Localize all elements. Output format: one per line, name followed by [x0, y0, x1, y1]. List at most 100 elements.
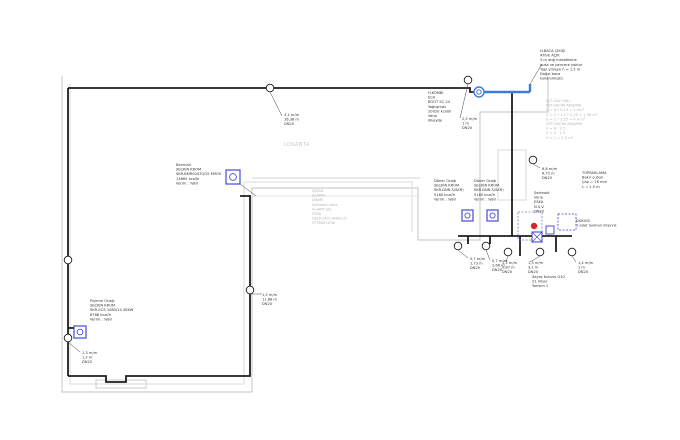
annotation-line: pusa ve pencere yoktur: [540, 63, 583, 67]
oven-burner-icon: [76, 328, 84, 336]
annotation-line: 20020 kcal/h: [428, 109, 451, 113]
inner-wall: [69, 84, 413, 385]
leader-bl: [67, 341, 81, 353]
annotation-line: Doğal baca: [540, 72, 560, 76]
annotation-line: 1 m: [578, 266, 585, 270]
door-opening: [95, 379, 147, 389]
annotation-line: 3,1 m/m: [284, 113, 300, 117]
annotation-line: 0,7 m/m: [492, 259, 508, 263]
selenoid-valve-icon: [530, 222, 538, 230]
annotation-line: Vana: [428, 114, 437, 118]
annotation-line: 1,73 m: [470, 262, 483, 266]
outer-wall: [61, 76, 549, 393]
fryer-burner-icon: [229, 173, 237, 181]
annotation-line: 0,7 m/m: [470, 257, 486, 261]
annotation-line: 1 m: [462, 122, 469, 126]
annotation-line: DN20: [502, 270, 513, 274]
appliance-oven-bottom-left[interactable]: [73, 325, 87, 339]
appliance-kombi[interactable]: [473, 86, 485, 98]
annotation-line: 1,4 m/m: [578, 261, 594, 265]
annotation-line: SKR-DNR-3(SKR): [434, 188, 464, 192]
node-d3: [503, 247, 513, 257]
appliance-doner-2[interactable]: [486, 209, 499, 222]
annotation-line: dikeyde: [428, 119, 443, 123]
annotation-line: SKR-BMR00470/15 EMOS: [176, 172, 222, 176]
annotation-line: V = 1 * 1.2 * 2.25 = 1.56 m³: [546, 113, 598, 117]
annotation-line: Verim : %80: [90, 317, 113, 321]
annotation-line: 8788 kcal/h: [90, 313, 111, 317]
node-d4: [535, 247, 545, 257]
annotation-line: Sayaç Kutusu G10: [532, 275, 565, 279]
annotation-line: 5160 kcal/h: [434, 193, 455, 197]
annotation-line: DN20: [528, 270, 539, 274]
annotation-line: 1 adet lavman intervis: [576, 224, 617, 228]
annotation-line: SEÇKİN KROM: [474, 183, 499, 188]
appliance-doner-1[interactable]: [461, 209, 474, 222]
annotation-line: 1,2 m/m: [502, 261, 518, 265]
annotation-line: DİKME: [312, 197, 324, 202]
annotation-line: 13665 kcal/h: [176, 177, 199, 181]
regulator-box: [545, 225, 555, 235]
annotation-line: N.S.V.: [534, 205, 544, 209]
valve-cluster[interactable]: [517, 211, 577, 243]
annotation-line: 0,87 m: [502, 266, 515, 270]
annotation-line: BOOT SC 24: [428, 100, 451, 104]
annotation-line: 21 mbar: [532, 280, 548, 284]
annotation-line: L = 1.5 m: [582, 185, 600, 189]
annotation-line: 1,5 m/m: [262, 293, 278, 297]
node-right-mid: [528, 155, 538, 165]
annotation-line: DN20: [492, 268, 503, 272]
ducksis-frame: [557, 213, 577, 231]
annotation-line: DN20: [470, 266, 481, 270]
annotation-line: İTİTMATLIĞIK: [312, 220, 336, 225]
pipe-top-run: [68, 87, 512, 93]
annotation-line: V = 4 - 1.5: [546, 131, 565, 135]
meter-dashed-frame: [517, 211, 543, 241]
leader-top-mid: [269, 91, 283, 117]
leader-d5: [571, 255, 577, 263]
annotation-line: V = 6 - 2.5: [546, 127, 565, 131]
appliance-fryer[interactable]: [225, 169, 241, 185]
annotation-line: 1,3 m/m: [82, 351, 98, 355]
doner2-box: [486, 209, 499, 222]
annotation-line: SKR-SO3 1080/14 30KW: [90, 308, 134, 312]
annotation-line: Verim : %80: [176, 181, 199, 185]
leader-lines: [67, 63, 577, 353]
annotation-line: Pişirme Ocağı: [90, 299, 115, 303]
annotation-line: SEÇKİN KROM: [176, 167, 201, 172]
kombi-outer-icon: [473, 86, 485, 98]
annotation-line: ALARM: [312, 194, 325, 198]
annotation-line: SKR-DNR-3(SKR): [474, 188, 504, 192]
annotation-line: 2,66 m: [492, 264, 505, 268]
annotation-line: TOPRAKLAMA: [581, 171, 607, 175]
oven-box: [73, 325, 87, 339]
room-label: LOKANTA: [284, 142, 310, 148]
annotation-line: H.KOMBİ: [428, 90, 443, 95]
gas-pipe-network: [67, 87, 572, 383]
kombi-inner-icon: [476, 89, 482, 95]
annotation-line: SEÇKİN KROM: [90, 303, 115, 308]
pipe-nodes: [63, 75, 577, 343]
annotation-line: ALT HACİM AKIŞMIN: [546, 103, 582, 108]
leader-kombi: [459, 83, 469, 119]
annotation-line: V = 1 = 1.5 m³: [546, 136, 574, 140]
annotation-line: ŞAFAK: [312, 189, 324, 193]
annotation-line: Döner Ocağı: [474, 179, 496, 183]
annotation-line: kullanılmıştır.: [540, 77, 564, 81]
annotation-line: ESKA: [534, 200, 544, 204]
annotation-line: 11,88 m: [262, 298, 277, 302]
